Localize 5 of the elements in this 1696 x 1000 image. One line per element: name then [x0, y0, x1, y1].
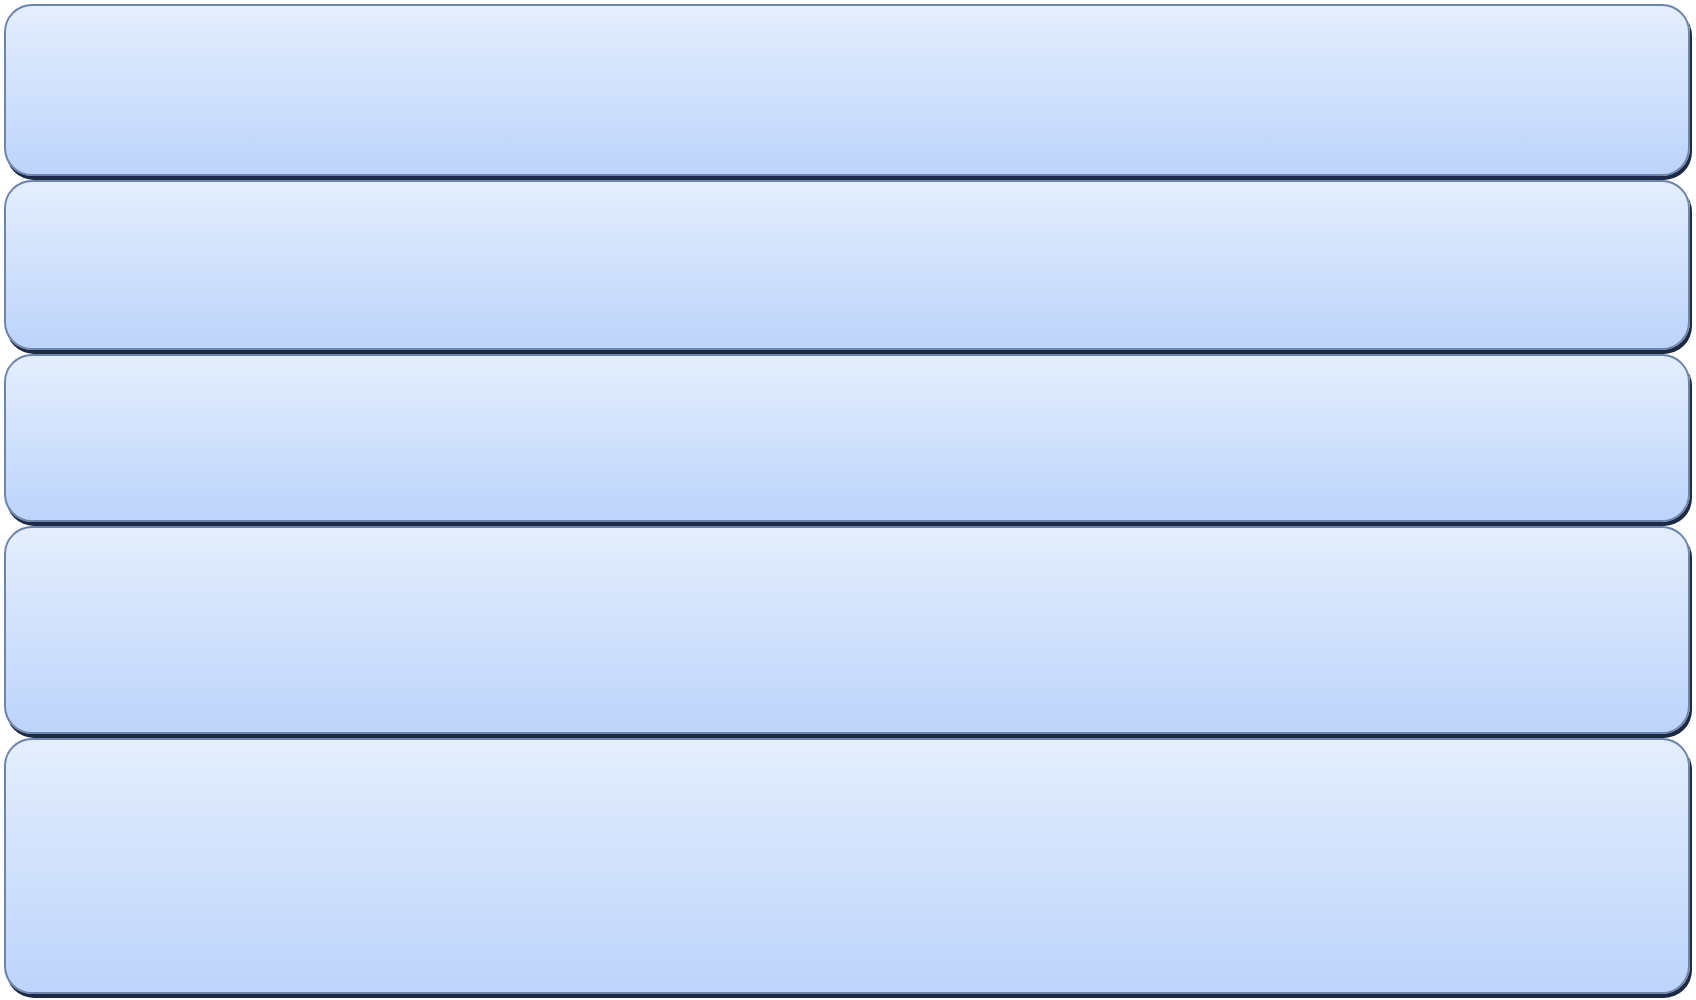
rounded-box — [4, 4, 1690, 176]
rounded-box — [4, 526, 1690, 734]
rounded-box — [4, 738, 1690, 994]
rounded-box — [4, 354, 1690, 522]
rounded-box — [4, 180, 1690, 350]
